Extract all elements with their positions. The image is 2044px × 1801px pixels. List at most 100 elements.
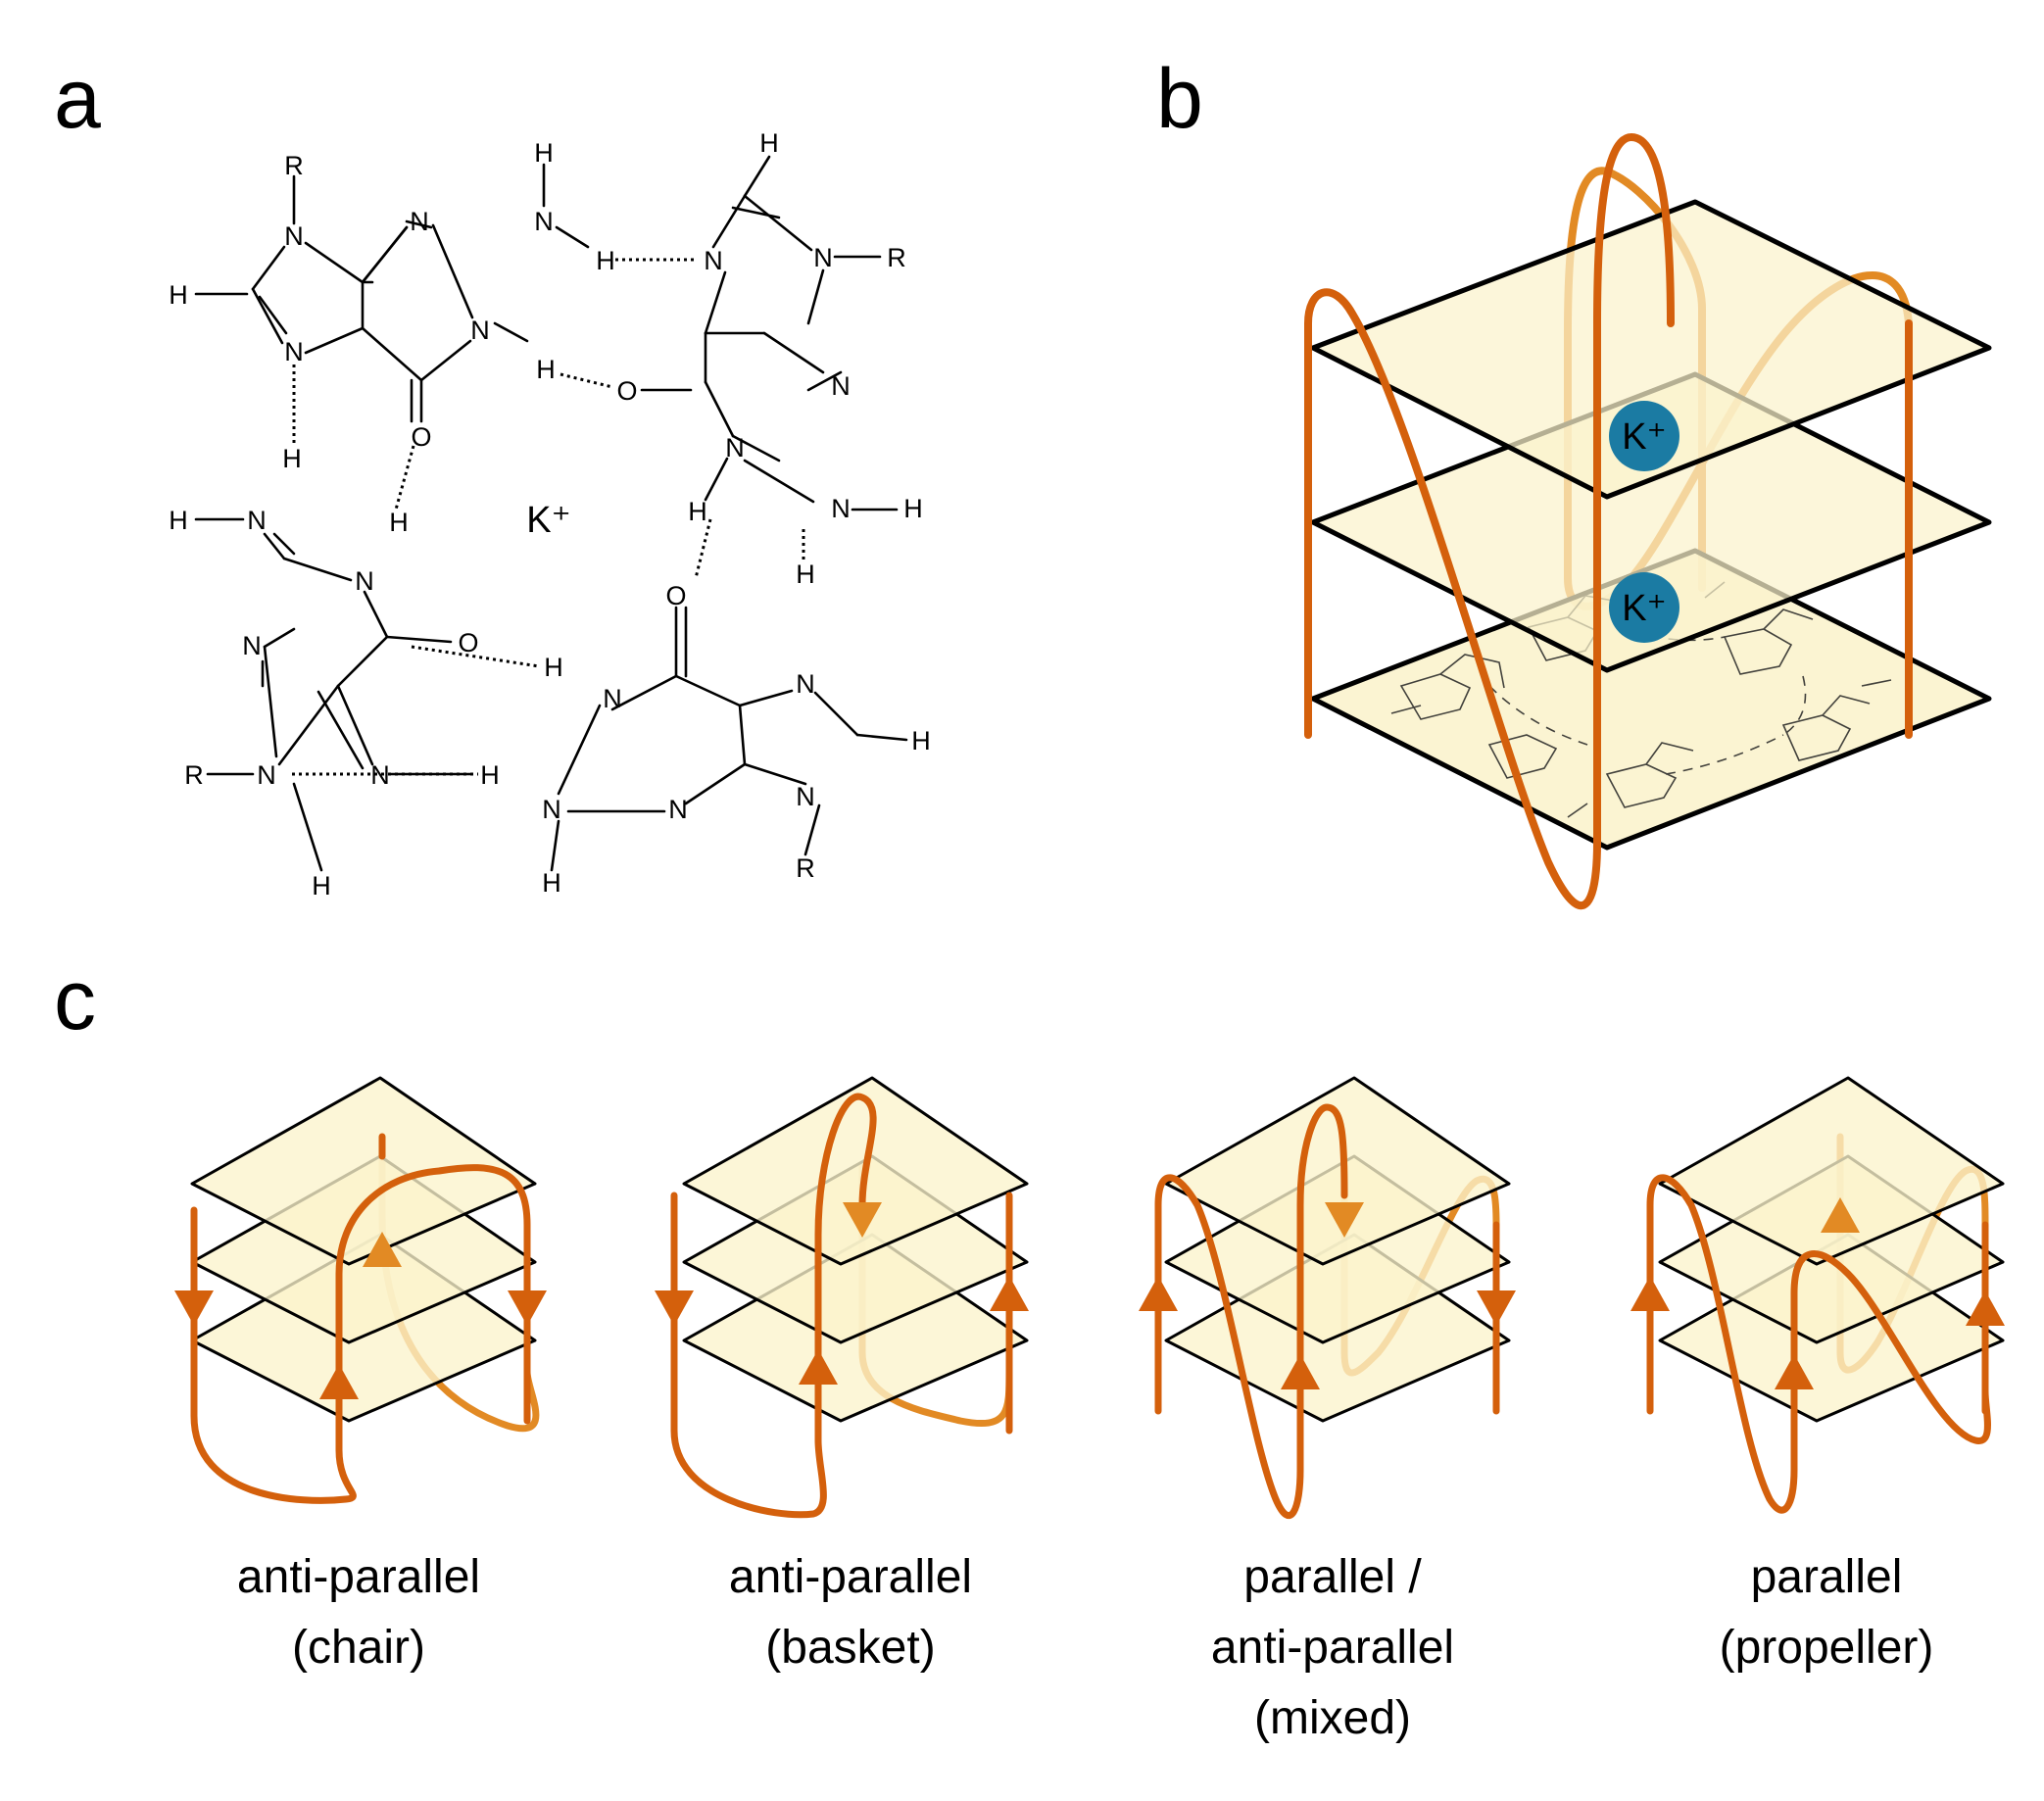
strand-direction-arrow — [1775, 1354, 1814, 1389]
caption-chair-line-1: (chair) — [292, 1622, 425, 1674]
atom-label-n: N — [603, 684, 622, 713]
covalent-bond — [258, 295, 288, 335]
strand-front-segment — [1154, 1103, 1348, 1520]
atom-label-h: H — [796, 560, 815, 589]
atom-label-r: R — [284, 151, 304, 180]
atom-label-n: N — [725, 433, 745, 462]
covalent-bond — [803, 803, 821, 856]
atom-label-o: O — [616, 376, 637, 406]
atom-label-n: N — [813, 243, 833, 272]
covalent-bond — [263, 532, 286, 560]
topology-chair — [174, 1076, 547, 1504]
covalent-bond — [419, 339, 472, 382]
covalent-bond — [336, 684, 374, 766]
atom-label-h: H — [169, 280, 188, 310]
tetrad-plate-top — [1310, 199, 1992, 500]
atom-label-h: H — [389, 508, 409, 537]
caption-basket-line-1: (basket) — [765, 1622, 935, 1674]
covalent-bond — [813, 691, 859, 737]
atom-label-n: N — [247, 506, 267, 535]
tetrad-plate — [682, 1076, 1029, 1266]
atom-label-h: H — [759, 128, 779, 158]
atom-label-n: N — [355, 566, 374, 596]
tetrad-plate — [1164, 1076, 1511, 1266]
strand-direction-arrow — [1966, 1290, 2005, 1326]
atom-label-n: N — [370, 760, 390, 790]
central-potassium-ion: K⁺ — [526, 500, 570, 541]
strand-direction-arrow — [1821, 1197, 1860, 1233]
atom-label-r: R — [887, 243, 906, 272]
covalent-bond — [555, 225, 590, 249]
covalent-bond — [610, 674, 678, 711]
topology-diagrams — [174, 1076, 2005, 1520]
atom-label-r: R — [184, 760, 204, 790]
strand-direction-arrow — [990, 1276, 1029, 1311]
atom-label-n: N — [796, 782, 815, 811]
strand-direction-arrow — [1139, 1276, 1178, 1311]
atom-label-o: O — [665, 581, 686, 610]
strand-direction-arrow — [1630, 1276, 1670, 1311]
topology-captions: anti-parallel(chair)anti-parallel(basket… — [237, 1551, 1933, 1744]
covalent-bond — [363, 590, 389, 639]
strand-direction-arrow — [843, 1202, 882, 1238]
covalent-bond — [738, 704, 747, 766]
caption-propeller-line-1: (propeller) — [1720, 1622, 1934, 1674]
strand-front-segment — [190, 1164, 531, 1504]
topology-basket — [655, 1076, 1029, 1519]
covalent-bond — [282, 557, 353, 582]
atom-label-n: N — [668, 795, 688, 824]
covalent-bond — [762, 331, 825, 374]
covalent-bond — [263, 645, 278, 758]
strand-direction-arrow — [1325, 1202, 1364, 1238]
covalent-bond — [704, 380, 735, 438]
potassium-ion-lower-label: K⁺ — [1622, 588, 1666, 629]
strand-direction-arrow — [363, 1232, 402, 1267]
atom-label-o: O — [411, 422, 431, 452]
covalent-bond — [550, 819, 560, 872]
strand-direction-arrow — [174, 1290, 214, 1326]
atom-label-h: H — [534, 138, 554, 168]
atom-label-n: N — [796, 669, 815, 699]
hydrogen-bond — [560, 372, 613, 389]
covalent-bond — [304, 326, 365, 355]
strand-direction-arrow — [1281, 1354, 1320, 1389]
atom-label-h: H — [312, 871, 331, 900]
covalent-bonds — [194, 155, 908, 872]
caption-mixed-line-0: parallel / — [1243, 1551, 1422, 1603]
atom-label-h: H — [688, 497, 707, 526]
atom-label-n: N — [284, 221, 304, 251]
atom-label-n: N — [284, 337, 304, 366]
covalent-bond — [336, 635, 389, 688]
panel-c: c anti-parallel(chair)anti-parallel(bask… — [54, 953, 2005, 1744]
covalent-bond — [743, 762, 807, 786]
atom-label-n: N — [542, 795, 561, 824]
panel-letter-c: c — [54, 953, 96, 1047]
atom-label-n: N — [257, 760, 276, 790]
covalent-bond — [251, 245, 286, 291]
covalent-bond — [731, 434, 781, 462]
hydrogen-bond — [411, 645, 540, 668]
covalent-bond — [674, 674, 742, 707]
covalent-bond — [361, 225, 409, 284]
strand-direction-arrow — [1477, 1290, 1516, 1326]
covalent-bond — [263, 627, 296, 649]
atom-label-h: H — [282, 444, 302, 473]
tetrad-plate — [1658, 1076, 2005, 1266]
strand-front-segment — [1304, 133, 1675, 910]
covalent-bond — [704, 270, 727, 335]
atom-label-n: N — [831, 494, 851, 523]
caption-mixed-line-2: (mixed) — [1254, 1692, 1411, 1744]
atom-label-o: O — [458, 628, 478, 657]
covalent-bond — [431, 223, 474, 319]
covalent-bond — [806, 370, 843, 392]
hydrogen-bond — [394, 445, 415, 511]
atom-label-h: H — [536, 355, 556, 384]
covalent-bond — [684, 762, 747, 805]
atom-label-n: N — [242, 631, 262, 660]
covalent-bond — [806, 268, 825, 325]
hydrogen-bonds — [292, 258, 805, 776]
strand-front-segment — [670, 1093, 877, 1519]
panel-b: b K⁺ K⁺ — [1156, 52, 1992, 910]
atom-label-n: N — [470, 316, 490, 345]
